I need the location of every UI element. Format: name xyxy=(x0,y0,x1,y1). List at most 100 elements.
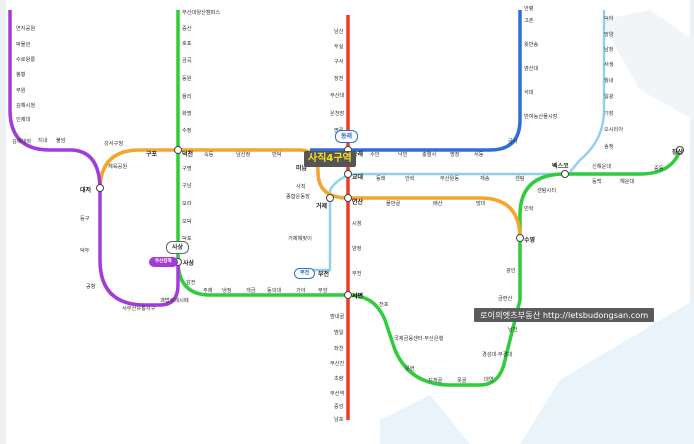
lbl: 수로왕릉 xyxy=(16,55,35,63)
labels-line2: 부산대양산캠퍼스 증산 호포 금곡 동원 율리 화명 수정 덕천 구명 구남 모… xyxy=(182,8,684,384)
lbl: 덕포 xyxy=(182,235,192,242)
lbl: 범내골 xyxy=(330,312,345,320)
lbl: 충렬사 xyxy=(422,150,437,158)
lbl: 서생 xyxy=(604,60,614,68)
lbl: 모덕 xyxy=(182,218,192,225)
lbl: 양정 xyxy=(352,244,362,252)
station-seomyeon xyxy=(344,291,352,299)
lbl: 공항 xyxy=(86,282,96,290)
lbl: 일광 xyxy=(604,92,614,100)
station-suyeong xyxy=(516,234,524,242)
lbl: 민락 xyxy=(524,204,534,212)
labels-donghae: 동래 안락 부산원동 재송 센텀 신해운대 송정 오시리아 기장 일광 월내 서… xyxy=(288,14,623,278)
highlight-station-label[interactable]: 사직4구역 xyxy=(304,151,356,167)
station-gyodae xyxy=(344,170,352,178)
lbl: 박물관 xyxy=(16,40,31,48)
lbl: 중앙 xyxy=(334,402,344,410)
station-geoje xyxy=(326,194,334,202)
lbl: 동래 xyxy=(376,174,386,182)
lbl: 율리 xyxy=(182,92,192,100)
lbl: 온천장 xyxy=(330,110,345,117)
lbl: 지내 xyxy=(38,136,48,144)
lbl: 범일 xyxy=(334,328,344,336)
sasang-pill[interactable]: 사상 xyxy=(166,241,190,254)
lbl: 수영 xyxy=(524,236,535,244)
lbl: 서동 xyxy=(474,150,484,158)
lbl: 장전 xyxy=(334,75,344,82)
lbl: 덕천 xyxy=(182,150,194,158)
lbl: 교대 xyxy=(352,173,364,181)
station-deokcheon xyxy=(174,146,182,154)
labels-line4: 수안 낙민 충렬사 명장 서동 금사 반여농산물시장 석대 영산대 윗반송 고촌… xyxy=(370,5,558,158)
lbl: 서부산유통지구 xyxy=(122,304,156,312)
lbl: 증산 xyxy=(182,24,192,32)
lbl: 신해운대 xyxy=(592,162,611,170)
station-jangsan xyxy=(676,146,684,154)
lbl: 재송 xyxy=(480,174,490,182)
lbl: 체육공원 xyxy=(108,162,127,170)
lbl: 남천 xyxy=(508,325,518,333)
lbl: 물만골 xyxy=(386,199,401,207)
lbl: 호포 xyxy=(182,40,192,47)
lbl: 주례 xyxy=(203,286,213,294)
line3 xyxy=(98,148,522,239)
lbl: 안평 xyxy=(524,5,534,12)
lbl: 고촌 xyxy=(524,16,534,24)
lbl: 부전 xyxy=(318,270,330,278)
lbl: 대연 xyxy=(484,375,494,383)
lbl: 구서 xyxy=(334,57,344,65)
lbl: 부산원동 xyxy=(440,174,459,182)
lbl: 구명 xyxy=(182,165,192,172)
lbl: 서면 xyxy=(352,292,363,300)
lbl: 두실 xyxy=(334,42,344,50)
line4 xyxy=(310,10,522,152)
lbl: 만덕 xyxy=(272,150,282,158)
bujeon-tag[interactable]: 부전 xyxy=(294,268,316,279)
lbl: 명장 xyxy=(450,151,460,158)
lbl: 동래 xyxy=(352,150,364,158)
lbl: 거제 xyxy=(316,202,328,210)
lbl: 지게골 xyxy=(428,376,443,384)
lbl: 강서구청 xyxy=(104,139,123,147)
lbl: 동백 xyxy=(592,177,602,185)
lbl: 사직 xyxy=(296,182,306,190)
lbl: 해운대 xyxy=(620,177,635,185)
lbl: 국제금융센터·부산은행 xyxy=(394,334,444,342)
lbl: 종합운동장 xyxy=(286,192,310,200)
lbl: 장산 xyxy=(672,148,684,156)
lbl: 부산대양산캠퍼스 xyxy=(182,8,220,16)
lbl: 금사 xyxy=(508,137,518,145)
dongnae-pill[interactable]: 동래 xyxy=(335,130,359,143)
lbl: 냉정 xyxy=(222,286,232,294)
lbl: 남창 xyxy=(604,45,614,53)
lbl: 연산 xyxy=(352,198,364,206)
labels-gimhae: 연지공원 박물관 수로왕릉 봉황 부원 김해시청 인제대 김해대학 지내 불암 … xyxy=(12,24,189,312)
lbl: 미남 xyxy=(296,164,308,172)
lbl: 벡스코 xyxy=(552,162,569,170)
lbl: 김해시청 xyxy=(16,101,35,109)
lbl: 금곡 xyxy=(182,57,192,64)
lbl: 중동 xyxy=(654,165,664,172)
lbl: 불암 xyxy=(56,136,66,144)
lbl: 금련산 xyxy=(498,294,513,302)
lbl: 송정 xyxy=(604,142,614,150)
lbl: 대저 xyxy=(80,186,91,194)
watermark: 로이의엣츠부동산 http://letsbudongsan.com xyxy=(474,308,655,322)
lbl: 못골 xyxy=(457,377,467,384)
lbl: 기장 xyxy=(604,109,614,117)
lbl: 문현 xyxy=(405,364,415,372)
lbl: 개금 xyxy=(246,286,256,294)
lbl: 석대 xyxy=(524,88,534,96)
lbl: 남포 xyxy=(334,415,344,423)
lbl: 김해대학 xyxy=(12,137,31,145)
lbl: 숙등 xyxy=(204,150,214,158)
lbl: 좌천 xyxy=(334,344,344,352)
labels-line1: 남산 두실 구서 장전 부산대 온천장 명륜 동래 교대 연산 시청 양정 부전… xyxy=(330,27,364,423)
lbl: 가야 xyxy=(296,286,306,294)
land-shape xyxy=(600,10,694,120)
lbl: 남산정 xyxy=(236,150,251,158)
lbl: 부전 xyxy=(352,270,362,277)
lbl: 모라 xyxy=(182,199,192,207)
lbl: 경성대·부경대 xyxy=(482,350,513,358)
